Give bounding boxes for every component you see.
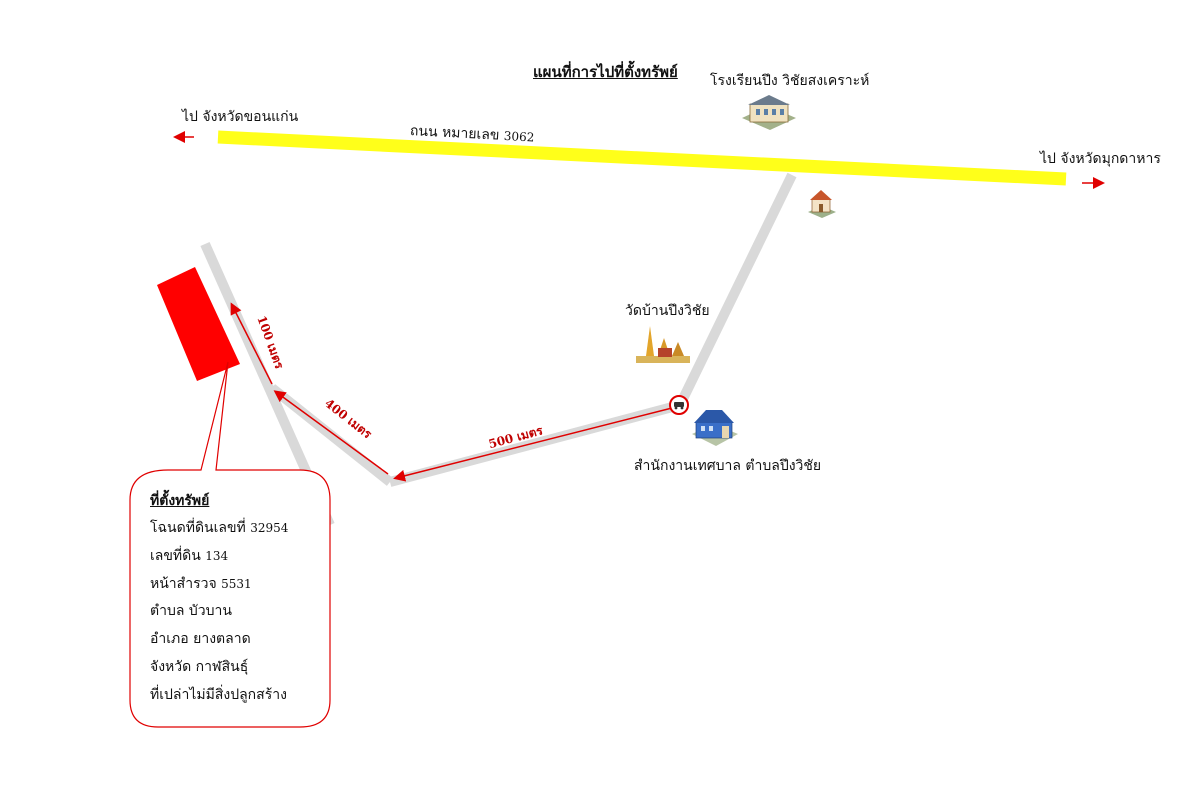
district-line: อำเภอ ยางตลาด bbox=[150, 631, 251, 647]
direction-right-label: ไป จังหวัดมุกดาหาร bbox=[1040, 151, 1161, 167]
direction-left-label: ไป จังหวัดขอนแก่น bbox=[182, 109, 299, 125]
survey-line: หน้าสำรวจ 5531 bbox=[150, 573, 252, 595]
subdistrict-line: ตำบล บัวบาน bbox=[150, 603, 232, 619]
route-400m bbox=[273, 390, 389, 475]
temple-icon bbox=[636, 326, 690, 363]
deed-number: 32954 bbox=[250, 521, 289, 535]
side-road-north bbox=[675, 172, 797, 408]
property-heading: ที่ตั้งทรัพย์ bbox=[150, 493, 210, 509]
car-marker-icon bbox=[669, 395, 689, 415]
road-label-number: 3062 bbox=[503, 128, 535, 145]
school-label: โรงเรียนปึง วิชัยสงเคราะห์ bbox=[710, 73, 870, 89]
house-icon bbox=[808, 190, 836, 218]
office-label: สำนักงานเทศบาล ตำบลปึงวิชัย bbox=[634, 458, 822, 474]
school-building-icon bbox=[742, 95, 796, 130]
deed-line: โฉนดที่ดินเลขที่ 32954 bbox=[150, 517, 288, 539]
land-no-value: 134 bbox=[205, 549, 229, 563]
route-500m bbox=[393, 407, 673, 482]
main-road bbox=[217, 130, 1067, 186]
temple-label: วัดบ้านปึงวิชัย bbox=[625, 303, 710, 319]
survey-label: หน้าสำรวจ bbox=[150, 576, 217, 592]
property-note: ที่เปล่าไม่มีสิ่งปลูกสร้าง bbox=[150, 687, 287, 703]
survey-value: 5531 bbox=[221, 577, 252, 591]
land-no-line: เลขที่ดิน 134 bbox=[150, 545, 228, 567]
map-title: แผนที่การไปที่ตั้งทรัพย์ bbox=[533, 63, 678, 81]
property-callout bbox=[129, 361, 331, 728]
land-no-label: เลขที่ดิน bbox=[150, 548, 201, 564]
property-plot bbox=[157, 267, 240, 381]
road-label-prefix: ถนน หมายเลข bbox=[409, 123, 500, 144]
deed-label: โฉนดที่ดินเลขที่ bbox=[150, 520, 246, 536]
province-line: จังหวัด กาฬสินธุ์ bbox=[150, 659, 249, 675]
route-100m bbox=[230, 302, 273, 385]
office-building-icon bbox=[692, 410, 738, 446]
